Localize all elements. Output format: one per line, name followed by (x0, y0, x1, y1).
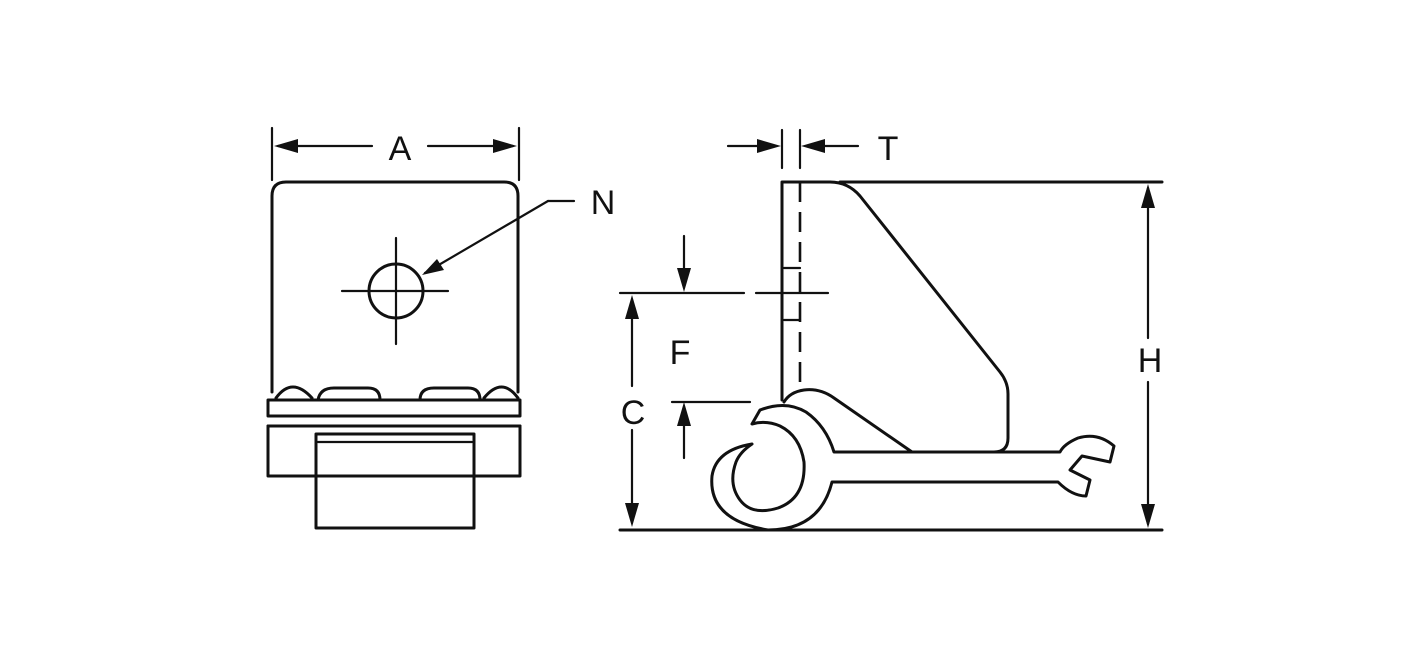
dimension-c: C (621, 295, 752, 527)
lower-block (314, 432, 476, 530)
label-f: F (670, 334, 691, 372)
dimension-f: F (618, 234, 830, 460)
dimension-t: T (726, 128, 899, 170)
label-n: N (591, 184, 616, 222)
dimension-h: H (1138, 184, 1163, 528)
clamp-band (266, 398, 522, 478)
front-plate (270, 180, 520, 394)
label-h: H (1138, 342, 1163, 380)
rivets (274, 385, 520, 402)
dimension-n: N (422, 184, 615, 275)
front-view: A N (266, 126, 615, 530)
mounting-hole (340, 236, 450, 346)
bracket-profile (780, 180, 1010, 454)
dimension-a: A (270, 126, 521, 182)
label-a: A (389, 130, 412, 168)
label-c: C (621, 394, 646, 432)
hook-clip (710, 404, 1116, 532)
side-view: T F C (618, 128, 1164, 532)
hidden-hole (782, 182, 802, 390)
label-t: T (878, 130, 899, 168)
